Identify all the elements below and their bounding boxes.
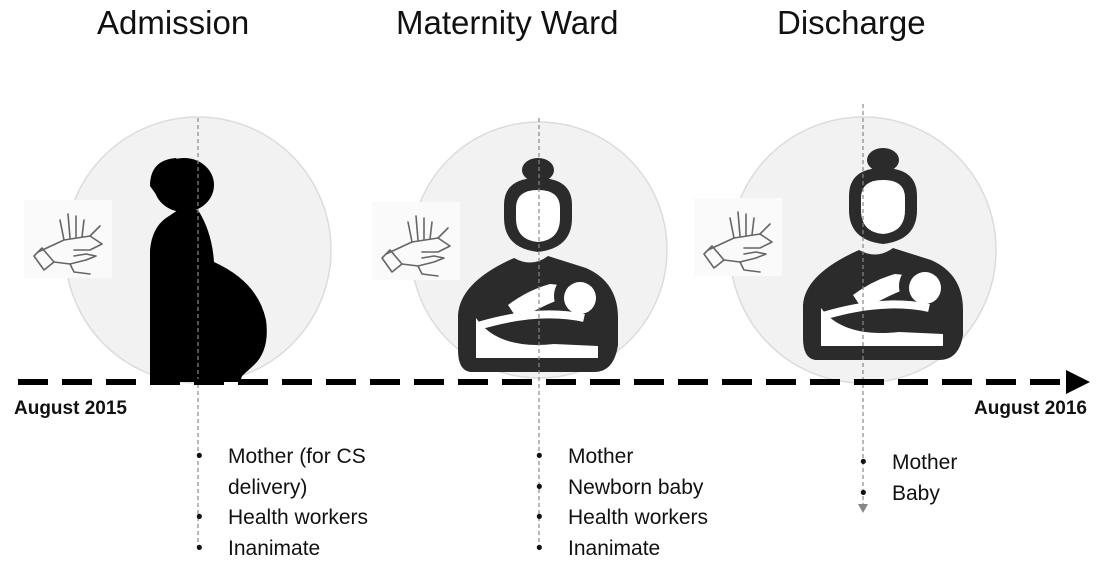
list-item: Health workers [536,503,708,534]
list-item: Newborn baby [536,473,708,504]
list-item: delivery) [196,473,368,504]
timeline-end-label: August 2016 [974,398,1087,420]
list-item: Baby [860,479,957,510]
participant-list-maternity-ward: Mother Newborn baby Health workers Inani… [536,442,708,564]
timeline-start-label: August 2015 [14,398,127,420]
list-item: Mother [536,442,708,473]
hand-hygiene-icon [24,200,112,278]
arrow-right-icon [1066,370,1090,394]
list-item: Mother [860,448,957,479]
list-item: Health workers [196,503,368,534]
hand-hygiene-icon [694,198,782,276]
list-item: Mother (for CS [196,442,368,473]
participant-list-discharge: Mother Baby [860,448,957,509]
list-item: Inanimate [196,534,368,564]
list-item: Inanimate [536,534,708,564]
participant-list-admission: Mother (for CS delivery) Health workers … [196,442,368,564]
hand-hygiene-icon [372,202,460,280]
